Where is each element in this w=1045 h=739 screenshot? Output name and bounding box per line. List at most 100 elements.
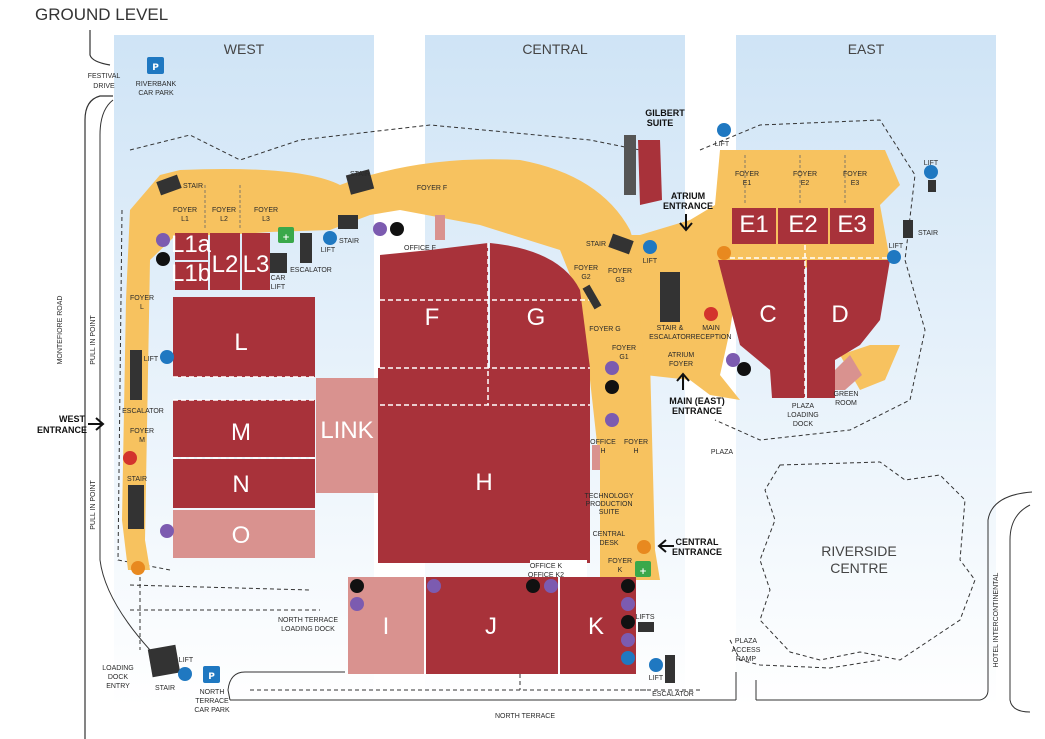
toilet-icon bbox=[621, 597, 635, 611]
toilet-icon bbox=[605, 413, 619, 427]
hall-c[interactable] bbox=[718, 260, 805, 398]
foyer-dividers bbox=[204, 155, 846, 230]
hall-e1[interactable] bbox=[732, 208, 776, 244]
stair-label-west-bottom: STAIR bbox=[127, 476, 147, 483]
hall-l1b[interactable] bbox=[175, 262, 208, 290]
plaza-label: PLAZA bbox=[711, 449, 734, 456]
stair-label-east: STAIR bbox=[918, 230, 938, 237]
stair-east[interactable] bbox=[903, 220, 913, 238]
car-lift-block bbox=[270, 253, 287, 273]
lift-icon bbox=[160, 350, 174, 364]
hall-m[interactable] bbox=[173, 400, 315, 457]
stair-loading[interactable] bbox=[147, 644, 181, 678]
hall-o-label: O bbox=[232, 522, 251, 549]
road-outline-inner bbox=[99, 99, 151, 651]
west-entrance-arrow bbox=[88, 417, 105, 431]
lift-icon bbox=[178, 667, 192, 681]
central-hall-dividers bbox=[380, 243, 590, 406]
north-terrace-label: NORTH TERRACE bbox=[495, 713, 555, 720]
accessible-icon bbox=[156, 252, 170, 266]
parking-icon: P bbox=[203, 666, 220, 683]
hall-e2-label: E2 bbox=[788, 211, 817, 238]
stair-escalator-central[interactable] bbox=[660, 272, 680, 322]
svg-text:+: + bbox=[639, 567, 647, 577]
central-entrance-arrow bbox=[657, 539, 674, 553]
accessible-icon bbox=[390, 222, 404, 236]
hall-group-east bbox=[638, 140, 890, 398]
office-f-label: OFFICE F bbox=[404, 245, 436, 252]
hall-h[interactable] bbox=[378, 368, 590, 563]
escalator-west[interactable] bbox=[130, 350, 142, 400]
hall-i[interactable] bbox=[348, 577, 424, 674]
svg-text:+: + bbox=[282, 233, 290, 243]
escalator-icon bbox=[637, 540, 651, 554]
hall-l[interactable] bbox=[173, 297, 315, 377]
stair-label-west-top: STAIR bbox=[183, 183, 203, 190]
zone-central-label: CENTRAL bbox=[522, 41, 588, 57]
zone-west-label: WEST bbox=[224, 41, 265, 57]
hall-e2[interactable] bbox=[778, 208, 828, 244]
hall-f[interactable] bbox=[380, 243, 488, 368]
hall-l1a[interactable] bbox=[175, 233, 208, 260]
hall-d[interactable] bbox=[807, 260, 890, 398]
stair-l3[interactable] bbox=[338, 215, 358, 229]
hall-n-label: N bbox=[232, 471, 249, 498]
hall-d-label: D bbox=[831, 301, 848, 328]
page-title: GROUND LEVEL bbox=[35, 5, 168, 24]
green-room-block bbox=[835, 355, 862, 390]
lift-label-k: LIFT bbox=[649, 675, 664, 682]
toilet-icon bbox=[621, 633, 635, 647]
hall-i-label: I bbox=[383, 613, 390, 640]
hall-n[interactable] bbox=[173, 459, 315, 508]
hall-c-label: C bbox=[759, 301, 776, 328]
stair-west-top[interactable] bbox=[156, 174, 182, 196]
hall-o[interactable] bbox=[173, 510, 315, 558]
hall-l2[interactable] bbox=[210, 233, 240, 290]
stair-west-bottom[interactable] bbox=[128, 485, 144, 529]
first-aid-icon: + bbox=[635, 561, 651, 577]
hall-link[interactable] bbox=[316, 378, 378, 493]
entrance-arrows bbox=[88, 214, 693, 553]
hall-l3[interactable] bbox=[242, 233, 270, 290]
hall-e3-label: E3 bbox=[837, 211, 866, 238]
pull-in-point-2: PULL IN POINT bbox=[90, 480, 97, 530]
hall-m-label: M bbox=[231, 419, 251, 446]
hall-l1a-label: L1a bbox=[171, 231, 212, 258]
svg-text:P: P bbox=[152, 63, 159, 73]
montefiore-road-label: MONTEFIORE ROAD bbox=[57, 296, 64, 365]
road-outline-west bbox=[84, 30, 113, 739]
svg-text:P: P bbox=[208, 672, 215, 682]
hall-group-central bbox=[348, 243, 636, 674]
hall-g-label: G bbox=[527, 304, 546, 331]
hall-e3[interactable] bbox=[830, 208, 874, 244]
stair-foyer-f[interactable] bbox=[345, 169, 375, 195]
gilbert-suite-block bbox=[638, 140, 662, 205]
lift-icon bbox=[323, 231, 337, 245]
hall-g[interactable] bbox=[490, 243, 590, 368]
hall-j[interactable] bbox=[426, 577, 558, 674]
main-east-entrance-label: MAIN (EAST)ENTRANCE bbox=[669, 396, 725, 416]
gilbert-stair[interactable] bbox=[624, 135, 636, 195]
stair-label-loading: STAIR bbox=[155, 685, 175, 692]
escalator-label-k: ESCALATOR bbox=[652, 691, 694, 698]
stair-g[interactable] bbox=[608, 233, 634, 255]
hotel-intercontinental-label: HOTEL INTERCONTINENTAL bbox=[993, 572, 1000, 667]
escalator-k[interactable] bbox=[665, 655, 675, 683]
escalator-g3[interactable] bbox=[582, 284, 602, 310]
lift-icon bbox=[717, 123, 731, 137]
stair-escalator-label: STAIR &ESCALATOR bbox=[649, 325, 691, 341]
stairs-group bbox=[128, 135, 936, 683]
plaza-dashed bbox=[640, 639, 881, 691]
escalator-l3[interactable] bbox=[300, 233, 312, 263]
lift-icon bbox=[887, 250, 901, 264]
hall-j-label: J bbox=[485, 613, 497, 640]
emergency-icon bbox=[704, 307, 718, 321]
hall-h-label: H bbox=[475, 469, 492, 496]
